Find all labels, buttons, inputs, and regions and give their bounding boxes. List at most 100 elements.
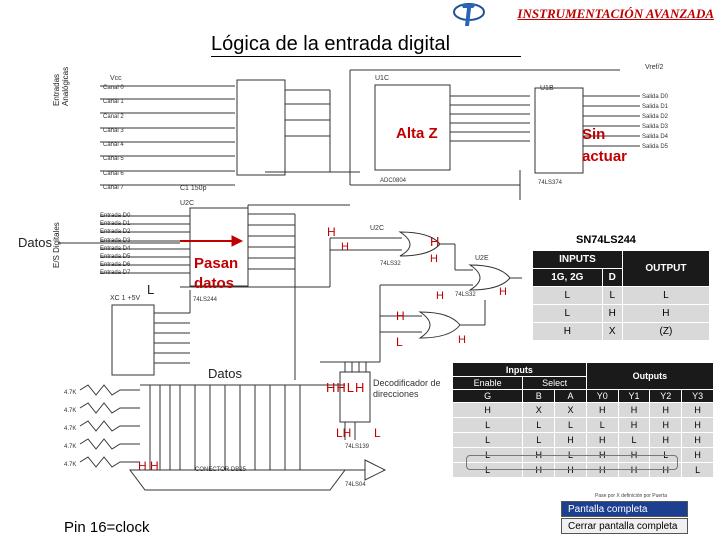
header-outputs: Outputs — [585, 362, 715, 390]
connector-label: CONECTOR DB25 — [195, 467, 246, 473]
title-underline — [211, 56, 521, 57]
digital-output: Salida D2 — [642, 114, 669, 120]
column-header: Y0 — [585, 389, 619, 403]
analog-group-label: Entradas Analógicas — [52, 66, 70, 106]
table-row: H X (Z) — [532, 322, 711, 341]
row-highlight — [466, 455, 678, 470]
decoder-output-state: L — [374, 426, 381, 440]
table-cell: L — [451, 432, 524, 448]
state-label: L — [147, 282, 155, 297]
analog-input: Canal 1 — [103, 99, 124, 106]
resistor-label: 4.7K — [64, 444, 77, 450]
table-cell: X — [554, 402, 587, 418]
table-cell: H — [532, 322, 603, 341]
table-cell: H — [681, 447, 714, 463]
datos-label-mid: Datos — [208, 366, 242, 381]
header-output: OUTPUT — [621, 250, 711, 287]
svg-text:U2C: U2C — [180, 200, 194, 207]
table-cell: L — [532, 304, 603, 323]
table-cell: H — [601, 304, 623, 323]
decoder-output-states: LH — [336, 426, 352, 440]
column-header: Y3 — [681, 389, 714, 403]
table-cell: H — [617, 417, 651, 433]
state-label: H — [436, 290, 444, 302]
table-cell: X — [601, 322, 623, 341]
digital-output-list: Salida D0 Salida D1 Salida D2 Salida D3 … — [642, 92, 668, 152]
state-label: H — [430, 253, 438, 265]
svg-text:U2E: U2E — [475, 255, 489, 262]
digital-input: Entrada D6 — [100, 262, 131, 269]
digital-input: Entrada D4 — [100, 245, 131, 252]
resistor-label: 4.7K — [64, 390, 77, 396]
table-cell: H — [649, 402, 683, 418]
decoder-label: Decodificador de direcciones — [373, 378, 441, 399]
state-label: H — [430, 234, 440, 249]
digital-input: Entrada D0 — [100, 213, 131, 219]
column-header: Y2 — [649, 389, 683, 403]
table-title: SN74LS244 — [576, 234, 636, 246]
table-cell: H — [681, 432, 714, 448]
analog-input: Canal 2 — [103, 113, 124, 120]
digital-input: Entrada D3 — [100, 237, 131, 244]
analog-input: Canal 3 — [103, 127, 124, 134]
analog-input: Canal 5 — [103, 156, 124, 163]
menu-item-exit-fullscreen[interactable]: Cerrar pantalla completa — [561, 518, 688, 534]
header-inputs: Inputs — [452, 362, 587, 377]
table-cell: H — [585, 432, 619, 448]
truth-table-139-grid: Inputs Outputs Enable Select G B A Y0 Y1… — [451, 362, 715, 478]
header-select: Select — [522, 376, 587, 390]
state-label: H — [327, 225, 336, 239]
table-cell: H — [681, 417, 714, 433]
not-gate — [364, 459, 387, 481]
digital-output: Salida D4 — [642, 134, 669, 140]
pasan-datos-label: Pasan datos — [194, 255, 239, 292]
adc-chip-label: ADC0804 — [380, 178, 407, 184]
output-latch-chip — [534, 87, 584, 174]
column-header: G — [451, 389, 524, 403]
analog-input: Canal 6 — [103, 170, 124, 177]
svg-text:XC 1 +5V: XC 1 +5V — [110, 295, 140, 302]
latch-chip-label: 74LS374 — [538, 180, 563, 186]
decoder-input-states: HHLH — [326, 380, 366, 395]
table-cell: H — [649, 432, 683, 448]
digital-input: Entrada D7 — [100, 270, 131, 277]
state-label: H — [396, 309, 405, 323]
column-header: Y1 — [617, 389, 651, 403]
digital-output: Salida D3 — [642, 124, 669, 130]
table-cell: L — [522, 417, 556, 433]
bus-lines — [140, 384, 345, 470]
table-cell: H — [554, 432, 587, 448]
slide-title: Lógica de la entrada digital — [211, 33, 451, 55]
connector-pins — [111, 304, 155, 376]
resistor-network — [79, 384, 140, 468]
analog-input: Canal 4 — [103, 142, 124, 149]
table-cell: H — [451, 402, 524, 418]
analog-input-lines — [100, 85, 235, 186]
table-cell: L — [681, 462, 714, 478]
or-gate-3 — [418, 311, 461, 339]
column-header: B — [522, 389, 556, 403]
state-label: L — [396, 335, 403, 349]
table-cell: H — [585, 462, 619, 478]
table-cell: H — [621, 304, 711, 323]
latch-chip — [374, 84, 451, 171]
digital-output: Salida D5 — [642, 144, 669, 150]
digital-input: Entrada D5 — [100, 254, 131, 261]
svg-text:C1 150p: C1 150p — [180, 185, 207, 192]
state-label: H — [499, 286, 507, 298]
menu-item-fullscreen[interactable]: Pantalla completa — [561, 501, 688, 517]
svg-text:U1B: U1B — [540, 85, 554, 92]
pin16-label: Pin 16=clock — [64, 519, 150, 536]
logo-icon — [452, 0, 486, 30]
digital-input-list: Entrada D0 Entrada D1 Entrada D2 Entrada… — [100, 212, 130, 278]
buffer-chip-label: 74LS244 — [193, 297, 218, 303]
analog-input: Canal 7 — [103, 185, 124, 192]
table-cell: H — [585, 402, 619, 418]
or-gate-1-label: 74LS32 — [380, 261, 401, 267]
table-caption: Pase por X definición por Puerta — [595, 493, 667, 499]
digital-group-label: E/S Digitales — [52, 222, 61, 268]
svg-text:U1C: U1C — [375, 75, 389, 82]
table-row: L H H — [532, 304, 711, 323]
or-gate-1 — [398, 231, 441, 257]
